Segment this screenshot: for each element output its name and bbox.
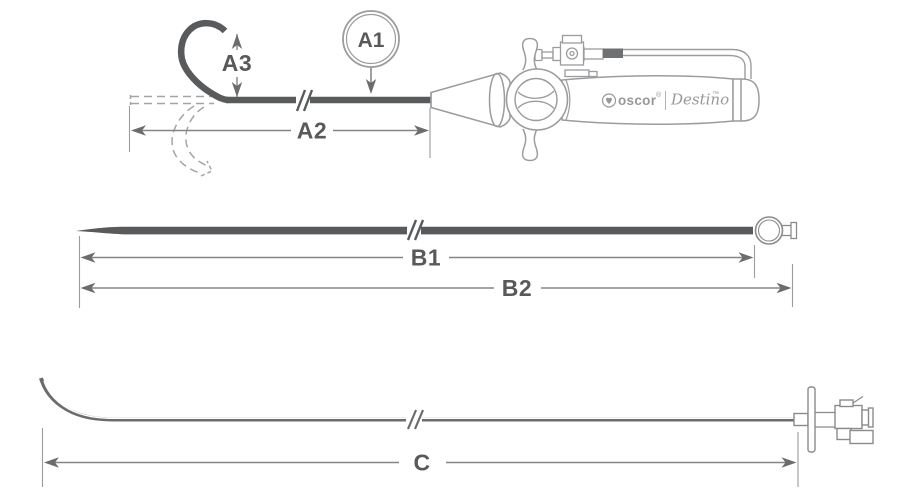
tubing-clamp bbox=[603, 48, 623, 58]
oscor-logo: oscor ® Destino ™ bbox=[601, 91, 729, 110]
label-b2: B2 bbox=[502, 275, 532, 301]
sheath-hub bbox=[793, 386, 874, 453]
label-b1: B1 bbox=[411, 245, 441, 271]
deflectable-tip-and-shaft bbox=[177, 19, 432, 104]
flush-tubing bbox=[623, 48, 752, 79]
sheath-tube bbox=[39, 377, 794, 422]
dilator-diagram: B1 B2 bbox=[76, 216, 798, 308]
shaft-break-icon bbox=[406, 409, 425, 430]
steerable-sheath-diagram: A3 A2 A1 bbox=[128, 10, 760, 177]
steering-ring-knob-top bbox=[521, 37, 539, 71]
dimension-b2: B2 bbox=[80, 264, 794, 307]
label-a1: A1 bbox=[358, 29, 385, 52]
callout-a1-circle bbox=[342, 10, 400, 68]
callout-a1: A1 bbox=[342, 10, 400, 94]
dimension-c: C bbox=[41, 428, 799, 487]
label-c: C bbox=[413, 450, 430, 476]
heart-icon bbox=[601, 93, 617, 108]
hub-neck bbox=[793, 412, 809, 427]
dimension-b1: B1 bbox=[78, 236, 756, 308]
product-trademark: ™ bbox=[712, 91, 719, 98]
handle-end-cap bbox=[732, 78, 760, 122]
stopcock-valve bbox=[534, 34, 623, 78]
shaft-break-icon bbox=[295, 89, 314, 112]
shaft-break-icon bbox=[406, 219, 425, 241]
label-a2: A2 bbox=[297, 118, 327, 144]
brand-text: oscor bbox=[618, 93, 657, 108]
suture-flange bbox=[807, 386, 816, 453]
product-text: Destino bbox=[670, 91, 729, 109]
handle-strain-relief-cone bbox=[430, 72, 511, 128]
sheath-body-diagram: C bbox=[39, 377, 874, 487]
deflection-hook bbox=[177, 19, 229, 104]
handle-body-band bbox=[565, 79, 571, 121]
dimension-a2: A2 bbox=[128, 106, 431, 158]
brand-registered-mark: ® bbox=[656, 91, 662, 99]
dimension-a3: A3 bbox=[222, 34, 252, 97]
steering-ring bbox=[505, 37, 569, 162]
steering-ring-knob-bottom bbox=[521, 128, 539, 162]
dashed-straight-tip-outline bbox=[129, 95, 214, 105]
hemostasis-valve bbox=[834, 395, 874, 430]
side-port bbox=[836, 427, 874, 445]
label-a3: A3 bbox=[222, 50, 252, 76]
dashed-deflected-tip-outline bbox=[171, 105, 214, 177]
dilator-luer-tip bbox=[790, 221, 798, 240]
dilator-hub bbox=[754, 216, 798, 245]
